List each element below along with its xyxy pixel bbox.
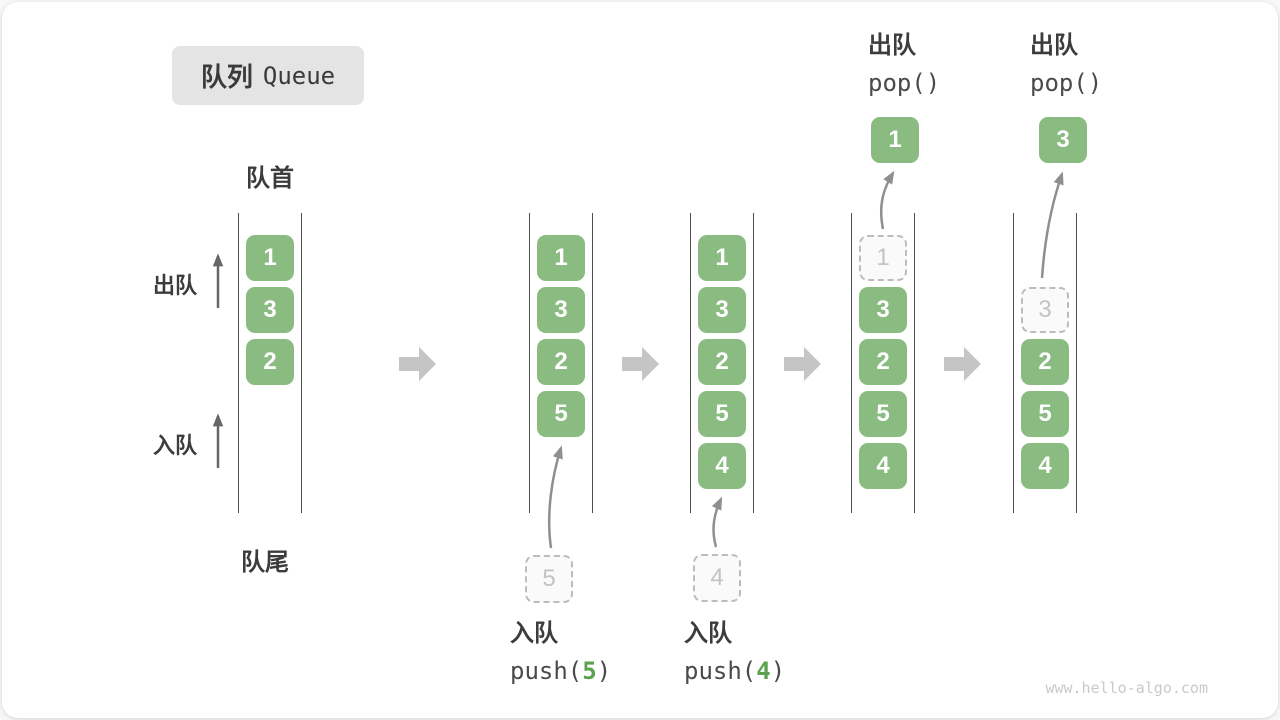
queue-container-5 — [1013, 213, 1077, 513]
queue-cell: 1 — [246, 235, 294, 281]
watermark: www.hello-algo.com — [1045, 679, 1208, 697]
queue-cell: 2 — [698, 339, 746, 385]
step-arrow-icon — [399, 347, 436, 381]
queue-cell: 3 — [246, 287, 294, 333]
push4-op-label: 入队 push(4) — [684, 620, 785, 685]
rear-label: 队尾 — [241, 549, 289, 576]
queue-cell: 3 — [698, 287, 746, 333]
code-close: ) — [596, 657, 612, 685]
pop-op-zh: 出队 — [1030, 32, 1078, 59]
push-op-zh: 入队 — [684, 620, 732, 647]
push-op-code: push(4) — [684, 657, 785, 685]
popped-cell: 1 — [871, 117, 919, 163]
queue-cell: 1 — [537, 235, 585, 281]
queue-cell: 4 — [698, 443, 746, 489]
queue-container-3 — [690, 213, 754, 513]
queue-cell: 2 — [1021, 339, 1069, 385]
queue-cell: 5 — [859, 391, 907, 437]
title-en: Queue — [262, 61, 336, 90]
pop1-op-label: 出队 pop() — [868, 32, 940, 97]
queue-container-2 — [529, 213, 593, 513]
pop-op-code: pop() — [868, 69, 941, 97]
popped-cell: 3 — [1039, 117, 1087, 163]
queue-cell: 3 — [859, 287, 907, 333]
pop-op-zh: 出队 — [868, 32, 916, 59]
queue-cell: 5 — [698, 391, 746, 437]
queue-cell: 1 — [698, 235, 746, 281]
code-close: ) — [770, 657, 786, 685]
code-arg: 4 — [756, 657, 771, 685]
pop-op-code: pop() — [1030, 69, 1103, 97]
push5-op-label: 入队 push(5) — [510, 620, 611, 685]
queue-cell: 2 — [859, 339, 907, 385]
queue-cell: 4 — [859, 443, 907, 489]
title-badge: 队列 Queue — [172, 46, 364, 105]
queue-container-1 — [238, 213, 302, 513]
front-label: 队首 — [246, 165, 294, 192]
queue-cell: 2 — [246, 339, 294, 385]
popped-ghost-cell: 1 — [859, 235, 907, 281]
queue-cell: 2 — [537, 339, 585, 385]
queue-cell: 3 — [537, 287, 585, 333]
queue-cell: 5 — [537, 391, 585, 437]
pending-cell: 5 — [525, 555, 573, 603]
pop2-op-label: 出队 pop() — [1030, 32, 1102, 97]
push-op-zh: 入队 — [510, 620, 558, 647]
enqueue-side-label: 入队 — [153, 433, 198, 458]
code-fn: push( — [684, 657, 757, 685]
queue-cell: 4 — [1021, 443, 1069, 489]
queue-container-4 — [851, 213, 915, 513]
step-arrow-icon — [784, 347, 821, 381]
step-arrow-icon — [944, 347, 981, 381]
code-arg: 5 — [582, 657, 597, 685]
title-zh: 队列 — [200, 62, 253, 92]
push-op-code: push(5) — [510, 657, 611, 685]
popped-ghost-cell: 3 — [1021, 287, 1069, 333]
step-arrow-icon — [622, 347, 659, 381]
queue-cell: 5 — [1021, 391, 1069, 437]
dequeue-side-label: 出队 — [153, 273, 198, 298]
pending-cell: 4 — [693, 554, 741, 602]
code-fn: push( — [510, 657, 583, 685]
